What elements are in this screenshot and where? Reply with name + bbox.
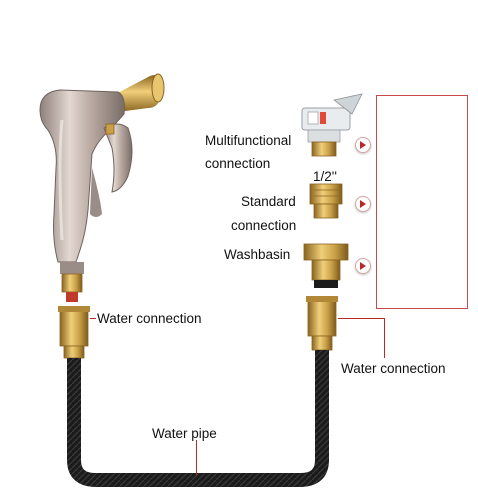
leader-line-right-horizontal (338, 318, 384, 319)
tap-adapter-icon (301, 93, 363, 157)
standard-label: Standard (241, 194, 296, 209)
washbasin-label: Washbasin (224, 247, 291, 262)
arrow-right-icon (355, 196, 371, 212)
multifunctional-label: Multifunctional (205, 133, 292, 148)
faucet-types-box (376, 95, 468, 309)
water-pipe-label: Water pipe (152, 426, 217, 441)
multifunctional-label-line2: connection (205, 156, 271, 171)
leader-line-right-vertical (384, 318, 385, 358)
water-pipe-hose (67, 350, 329, 487)
left-hose-connector (58, 306, 90, 359)
spray-gun-icon (39, 73, 165, 302)
washbasin-connector-icon (303, 243, 349, 288)
water-connection-right-label: Water connection (341, 361, 446, 376)
standard-label-line2: connection (231, 218, 297, 233)
standard-connector-icon (309, 183, 343, 219)
water-connection-left-label: Water connection (97, 311, 202, 326)
leader-line-pipe (196, 440, 197, 476)
arrow-right-icon (355, 258, 371, 274)
half-inch-label: 1/2'' (313, 169, 337, 184)
arrow-right-icon (355, 137, 371, 153)
leader-line-left (90, 318, 96, 319)
right-hose-connector (306, 296, 338, 351)
